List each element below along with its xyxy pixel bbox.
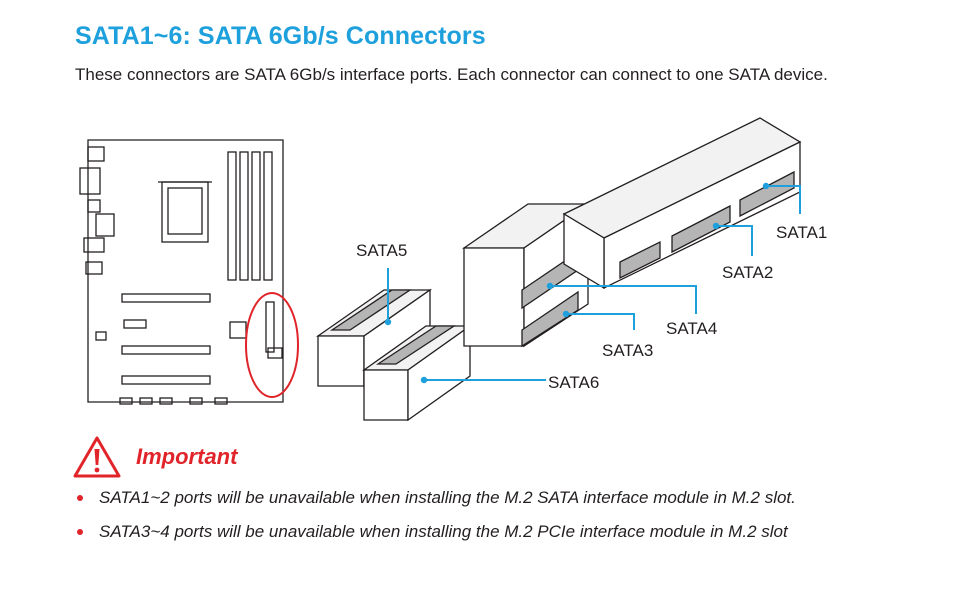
sata-location-highlight xyxy=(245,292,299,398)
sata4-label: SATA4 xyxy=(666,319,717,338)
motherboard-outline xyxy=(87,139,284,403)
pcie-slot xyxy=(121,293,211,303)
motherboard-io-port xyxy=(79,167,101,195)
dimm-slot xyxy=(227,151,237,281)
motherboard-io-port xyxy=(95,213,115,237)
sata1-label: SATA1 xyxy=(776,223,827,242)
sata1-2-connector xyxy=(562,117,802,290)
sata3-label: SATA3 xyxy=(602,341,653,360)
sata2-callout xyxy=(716,225,753,256)
sata3-4-connector xyxy=(461,202,591,348)
cpu-socket xyxy=(161,181,209,243)
small-component xyxy=(123,319,147,329)
note-text: SATA3~4 ports will be unavailable when i… xyxy=(99,522,788,541)
sata6-label: SATA6 xyxy=(548,373,599,392)
motherboard-io-port xyxy=(87,146,105,162)
sata3-callout-dot xyxy=(562,310,570,318)
dimm-slot xyxy=(263,151,273,281)
sata4-callout xyxy=(550,285,697,314)
list-item: SATA3~4 ports will be unavailable when i… xyxy=(75,520,895,544)
note-text: SATA1~2 ports will be unavailable when i… xyxy=(99,488,796,507)
warning-triangle-icon xyxy=(73,436,121,478)
motherboard-io-port xyxy=(87,199,101,213)
section-description: These connectors are SATA 6Gb/s interfac… xyxy=(75,65,828,84)
important-notes: SATA1~2 ports will be unavailable when i… xyxy=(75,486,895,554)
bullet-icon xyxy=(77,495,83,501)
important-heading: Important xyxy=(72,434,237,480)
sata6-callout-dot xyxy=(420,376,428,384)
sata5-callout-dot xyxy=(384,318,392,326)
small-component xyxy=(95,331,107,341)
dimm-slot xyxy=(251,151,261,281)
sata1-callout xyxy=(766,185,801,214)
sata-header-on-board xyxy=(267,347,283,359)
sata3-callout xyxy=(566,313,635,330)
sata2-callout-dot xyxy=(712,222,720,230)
header-pin xyxy=(139,397,153,405)
dimm-slot xyxy=(239,151,249,281)
header-pin xyxy=(214,397,228,405)
motherboard-io-port xyxy=(83,237,105,253)
sata5-label: SATA5 xyxy=(356,241,407,260)
header-pin xyxy=(119,397,133,405)
sata2-label: SATA2 xyxy=(722,263,773,282)
motherboard-io-port xyxy=(85,261,103,275)
list-item: SATA1~2 ports will be unavailable when i… xyxy=(75,486,895,510)
sata4-callout-dot xyxy=(546,282,554,290)
sata6-connector xyxy=(361,324,473,422)
small-component xyxy=(229,321,247,339)
cpu-socket-frame xyxy=(167,187,203,235)
header-pin xyxy=(189,397,203,405)
sata-connector-diagram: SATA1 SATA2 SATA4 SATA3 SATA5 SATA6 xyxy=(79,117,827,422)
section-title: SATA1~6: SATA 6Gb/s Connectors xyxy=(75,22,486,50)
pcie-slot xyxy=(121,375,211,385)
sata1-callout-dot xyxy=(762,182,770,190)
pcie-slot xyxy=(121,345,211,355)
header-pin xyxy=(159,397,173,405)
bullet-icon xyxy=(77,529,83,535)
important-label: Important xyxy=(136,444,238,469)
sata-header-on-board xyxy=(265,301,275,353)
